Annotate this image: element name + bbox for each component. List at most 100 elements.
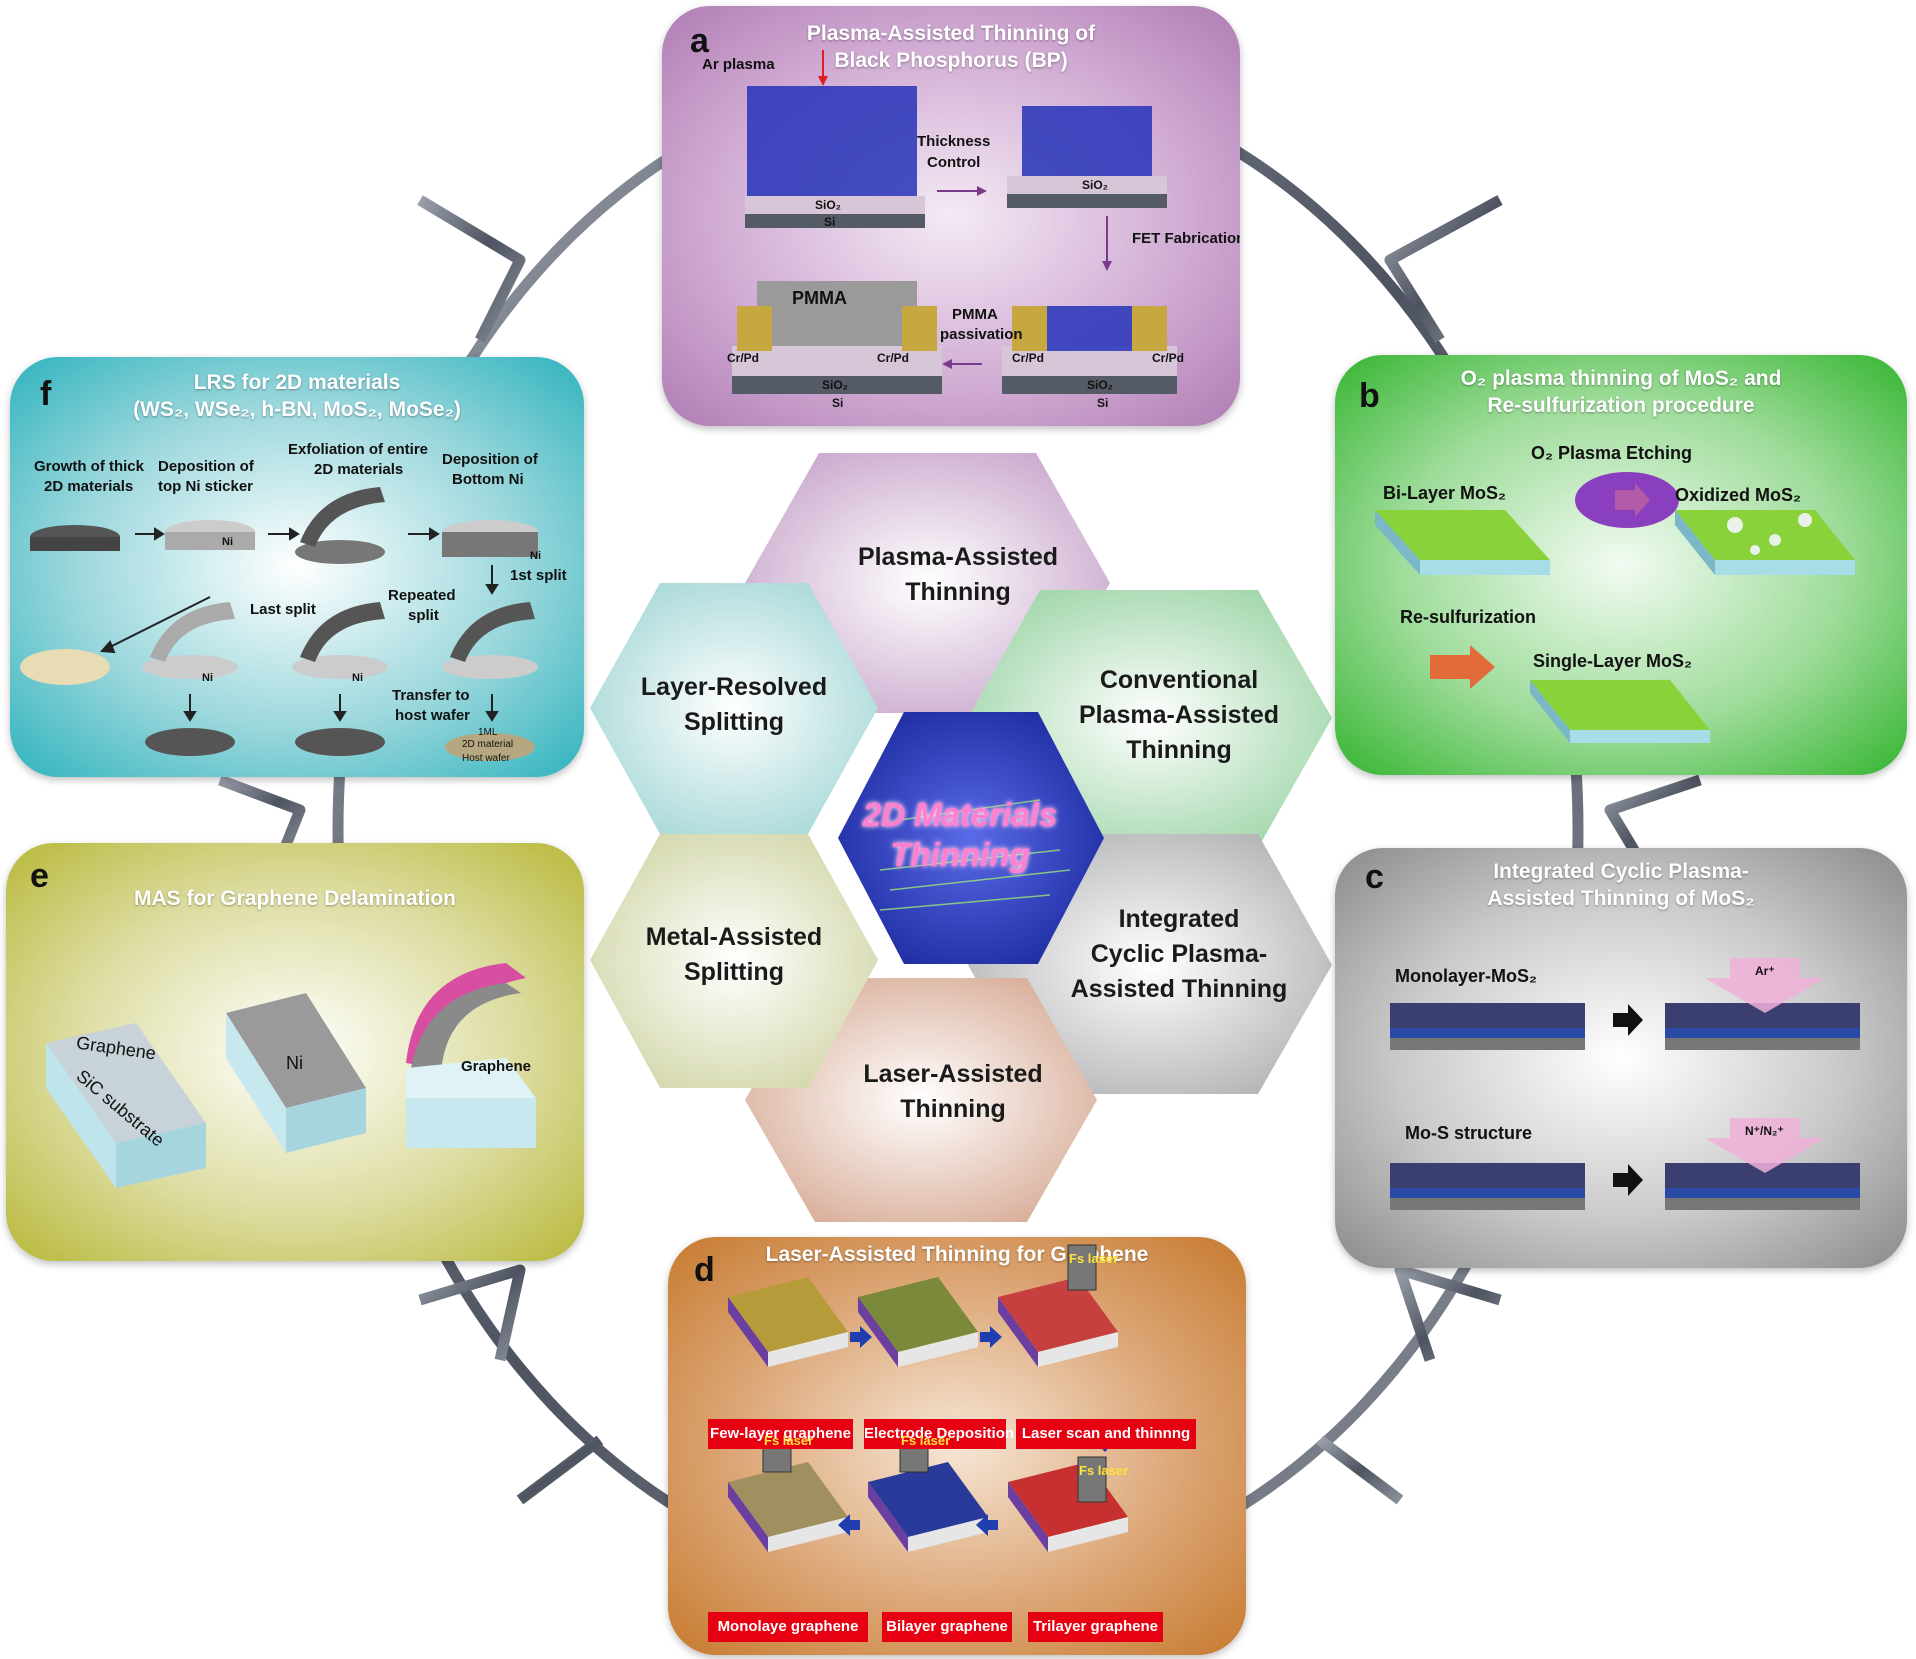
panel-b-etching: O₂ Plasma Etching <box>1531 443 1693 463</box>
center-title-line2: Thinning <box>890 836 1030 873</box>
panel-f-letter: f <box>40 375 52 413</box>
disc-exfol <box>295 487 385 564</box>
panel-a-title-line1: Plasma-Assisted Thinning of <box>806 22 1096 45</box>
panel-f-ni-3: Ni <box>222 536 233 548</box>
panel-c: c Integrated Cyclic Plasma- Assisted Thi… <box>1335 848 1907 1268</box>
panel-f-repeated-1: Repeated <box>388 587 456 604</box>
n-beam <box>1705 1118 1825 1173</box>
center-title-line1: 2D Materials <box>862 796 1058 833</box>
panel-f-illustration <box>20 487 538 761</box>
disc-bottom-ni <box>442 520 538 557</box>
panel-c-letter: c <box>1365 858 1384 896</box>
bilayer-slab <box>1375 510 1550 560</box>
center-lattice-graphic <box>879 799 1071 911</box>
panel-d-title: Laser-Assisted Thinning for Graphene <box>765 1243 1149 1266</box>
mos2-substrate-1 <box>1390 1003 1585 1050</box>
panel-c-title: Integrated Cyclic Plasma- Assisted Thinn… <box>1335 858 1907 912</box>
hexagon-plasma-label: Plasma-Assisted Thinning <box>848 540 1068 610</box>
laser-scan-tile <box>998 1277 1118 1367</box>
panel-f-depo-top-2: top Ni sticker <box>158 478 254 495</box>
hexagon-conventional-line3: Thinning <box>1126 736 1232 764</box>
panel-d-laser-scan-label: Laser scan and thinnng <box>1016 1419 1196 1449</box>
hexagon-integrated-line2: Cyclic Plasma- <box>1090 940 1268 968</box>
panel-e-title: MAS for Graphene Delamination <box>133 887 457 910</box>
panel-f-title-line1: LRS for 2D materials <box>193 371 401 394</box>
electrode-tile <box>858 1277 978 1367</box>
panel-f-depo-top-1: Deposition of <box>158 458 254 475</box>
panel-a-pmma-passivation-1: PMMA <box>952 306 998 323</box>
bilayer-tile <box>868 1462 988 1552</box>
disc-last <box>142 602 238 679</box>
hexagon-layer <box>590 583 878 834</box>
panel-c-mos: Mo-S structure <box>1405 1123 1533 1143</box>
panel-a-si-3: Si <box>832 396 844 410</box>
panel-d: d Laser-Assisted Thinning for Graphene F… <box>668 1237 1246 1655</box>
panel-d-bilayer-label: Bilayer graphene <box>882 1612 1012 1642</box>
disc-host <box>20 649 110 685</box>
arrow-right-1 <box>1613 1004 1643 1036</box>
panel-f-growth-2: 2D materials <box>44 478 134 495</box>
panel-a-crpd-1: Cr/Pd <box>727 351 760 365</box>
panel-d-mono-label: Monolaye graphene <box>708 1612 868 1642</box>
disc-split-1 <box>442 602 538 679</box>
panel-b-oxidized: Oxidized MoS₂ <box>1675 485 1802 505</box>
panel-f-depo-bot-1: Deposition of <box>442 451 538 468</box>
mos2-substrate-4 <box>1665 1163 1860 1210</box>
hexagon-center <box>838 712 1104 964</box>
panel-c-title-line2: Assisted Thinning of MoS₂ <box>1487 887 1755 910</box>
panel-b: b O₂ plasma thinning of MoS₂ and Re-sulf… <box>1335 355 1907 775</box>
panel-f-first-split: 1st split <box>510 567 567 584</box>
panel-e-ni-label: Ni <box>286 1053 303 1073</box>
hexagon-integrated-label: Integrated Cyclic Plasma- Assisted Thinn… <box>1069 902 1289 1007</box>
panel-d-letter: d <box>694 1251 715 1289</box>
blue-arrow-2 <box>980 1326 1002 1348</box>
panel-f-ni-1: Ni <box>202 672 213 684</box>
panel-f-depo-bot-2: Bottom Ni <box>452 471 524 488</box>
panel-b-letter: b <box>1359 377 1380 415</box>
hexagon-layer-line1: Layer-Resolved <box>640 673 828 701</box>
panel-a-crpd-4: Cr/Pd <box>1152 351 1185 365</box>
blue-arrow-1 <box>850 1326 872 1348</box>
hexagon-metal-label: Metal-Assisted Splitting <box>624 920 844 990</box>
hexagon-laser-label: Laser-Assisted Thinning <box>843 1057 1063 1127</box>
ni-block <box>226 993 366 1153</box>
panel-d-few-label: Few-layer graphene <box>708 1419 853 1449</box>
hexagon-conventional-line1: Conventional <box>1099 666 1259 694</box>
panel-c-ar: Ar⁺ <box>1755 964 1775 978</box>
panel-a-control: Control <box>927 154 981 171</box>
hexagon-integrated-line1: Integrated <box>1118 905 1240 933</box>
hexagon-laser-line1: Laser-Assisted <box>863 1060 1043 1088</box>
hexagon-metal <box>590 834 878 1088</box>
panel-f-host-wafer: Host wafer <box>462 753 510 764</box>
panel-f-transfer-2: host wafer <box>395 707 471 724</box>
panel-e-letter: e <box>30 857 49 895</box>
panel-e-illustration <box>46 963 536 1188</box>
few-layer-tile <box>728 1277 848 1367</box>
panel-d-fs-4: Fs laser <box>1079 1463 1129 1478</box>
trilayer-tile <box>1008 1462 1128 1552</box>
panel-b-resulf: Re-sulfurization <box>1400 607 1537 627</box>
panel-e-graphene2-label: Graphene <box>461 1058 532 1075</box>
disc-repeated <box>292 602 388 679</box>
panel-a-illustration <box>732 50 1177 394</box>
panel-d-fs-3: Fs laser <box>901 1433 951 1448</box>
panel-b-title-line1: O₂ plasma thinning of MoS₂ and <box>1460 367 1782 390</box>
hexagon-conventional-line2: Plasma-Assisted <box>1078 701 1280 729</box>
peeled-graphene <box>406 963 526 1073</box>
panel-a-thickness: Thickness <box>917 133 991 150</box>
fet-device <box>1002 306 1177 394</box>
panel-b-single: Single-Layer MoS₂ <box>1533 651 1693 671</box>
panel-a-letter: a <box>690 22 709 60</box>
disc-ni-top <box>165 520 255 550</box>
panel-f-title-line2: (WS₂, WSe₂, h-BN, MoS₂, MoSe₂) <box>133 398 461 421</box>
panel-a-title-line2: Black Phosphorus (BP) <box>834 49 1068 72</box>
panel-f: f LRS for 2D materials (WS₂, WSe₂, h-BN,… <box>10 357 584 777</box>
panel-a-sio2-4: SiO₂ <box>1087 378 1114 392</box>
panel-d-fs-2: Fs laser <box>764 1433 814 1448</box>
panel-f-ni-4: Ni <box>530 550 541 562</box>
panel-f-ni-2: Ni <box>352 672 363 684</box>
panel-d-electrode-label: Electrode Deposition <box>864 1419 1014 1449</box>
sic-block <box>46 1023 206 1188</box>
panel-c-title-line1: Integrated Cyclic Plasma- <box>1493 860 1749 883</box>
